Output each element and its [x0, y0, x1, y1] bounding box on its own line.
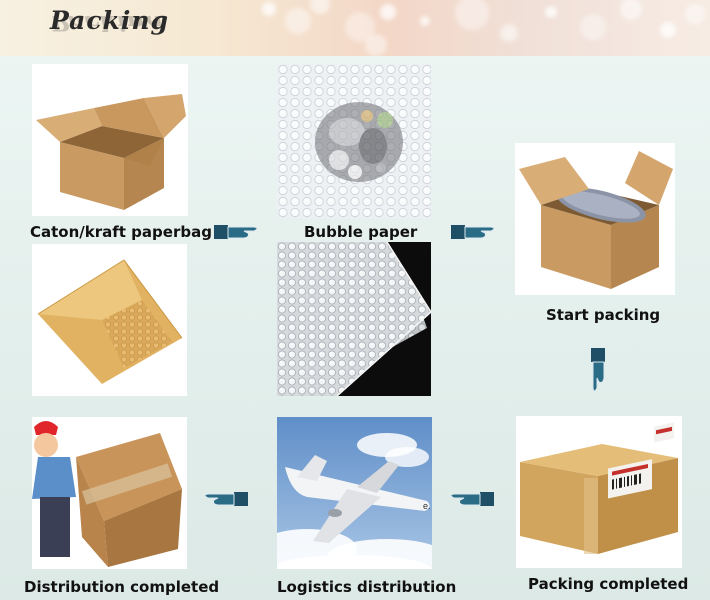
- kraft-envelope-photo: [32, 244, 187, 396]
- step-label-bubble: Bubble paper: [304, 223, 418, 241]
- delivery-man-photo: [32, 417, 187, 569]
- step-label-start: Start packing: [546, 306, 661, 324]
- step-label-logistics: Logistics distribution: [277, 578, 457, 596]
- page-title: Packing: [50, 6, 170, 35]
- step-label-completed: Packing completed: [528, 575, 689, 593]
- step-label-carton: Caton/kraft paperbag: [30, 223, 212, 241]
- airplane-photo: e.: [277, 417, 432, 569]
- pointing-hand-right-icon: [214, 223, 262, 241]
- pointing-hand-down-icon: [589, 348, 607, 396]
- pointing-hand-left-icon: [446, 490, 494, 508]
- page-title-reflection: Packing: [50, 16, 163, 34]
- pointing-hand-left-icon: [200, 490, 248, 508]
- step-label-distribution: Distribution completed: [24, 578, 220, 596]
- start-packing-photo: [515, 143, 675, 295]
- packing-completed-photo: [516, 416, 682, 568]
- header-banner: [0, 0, 710, 56]
- svg-text:e.: e.: [423, 501, 431, 511]
- bubble-wrap-photo: [277, 242, 431, 396]
- carton-box-photo: [32, 64, 188, 216]
- bubble-paper-photo: [277, 64, 431, 218]
- pointing-hand-right-icon: [451, 223, 499, 241]
